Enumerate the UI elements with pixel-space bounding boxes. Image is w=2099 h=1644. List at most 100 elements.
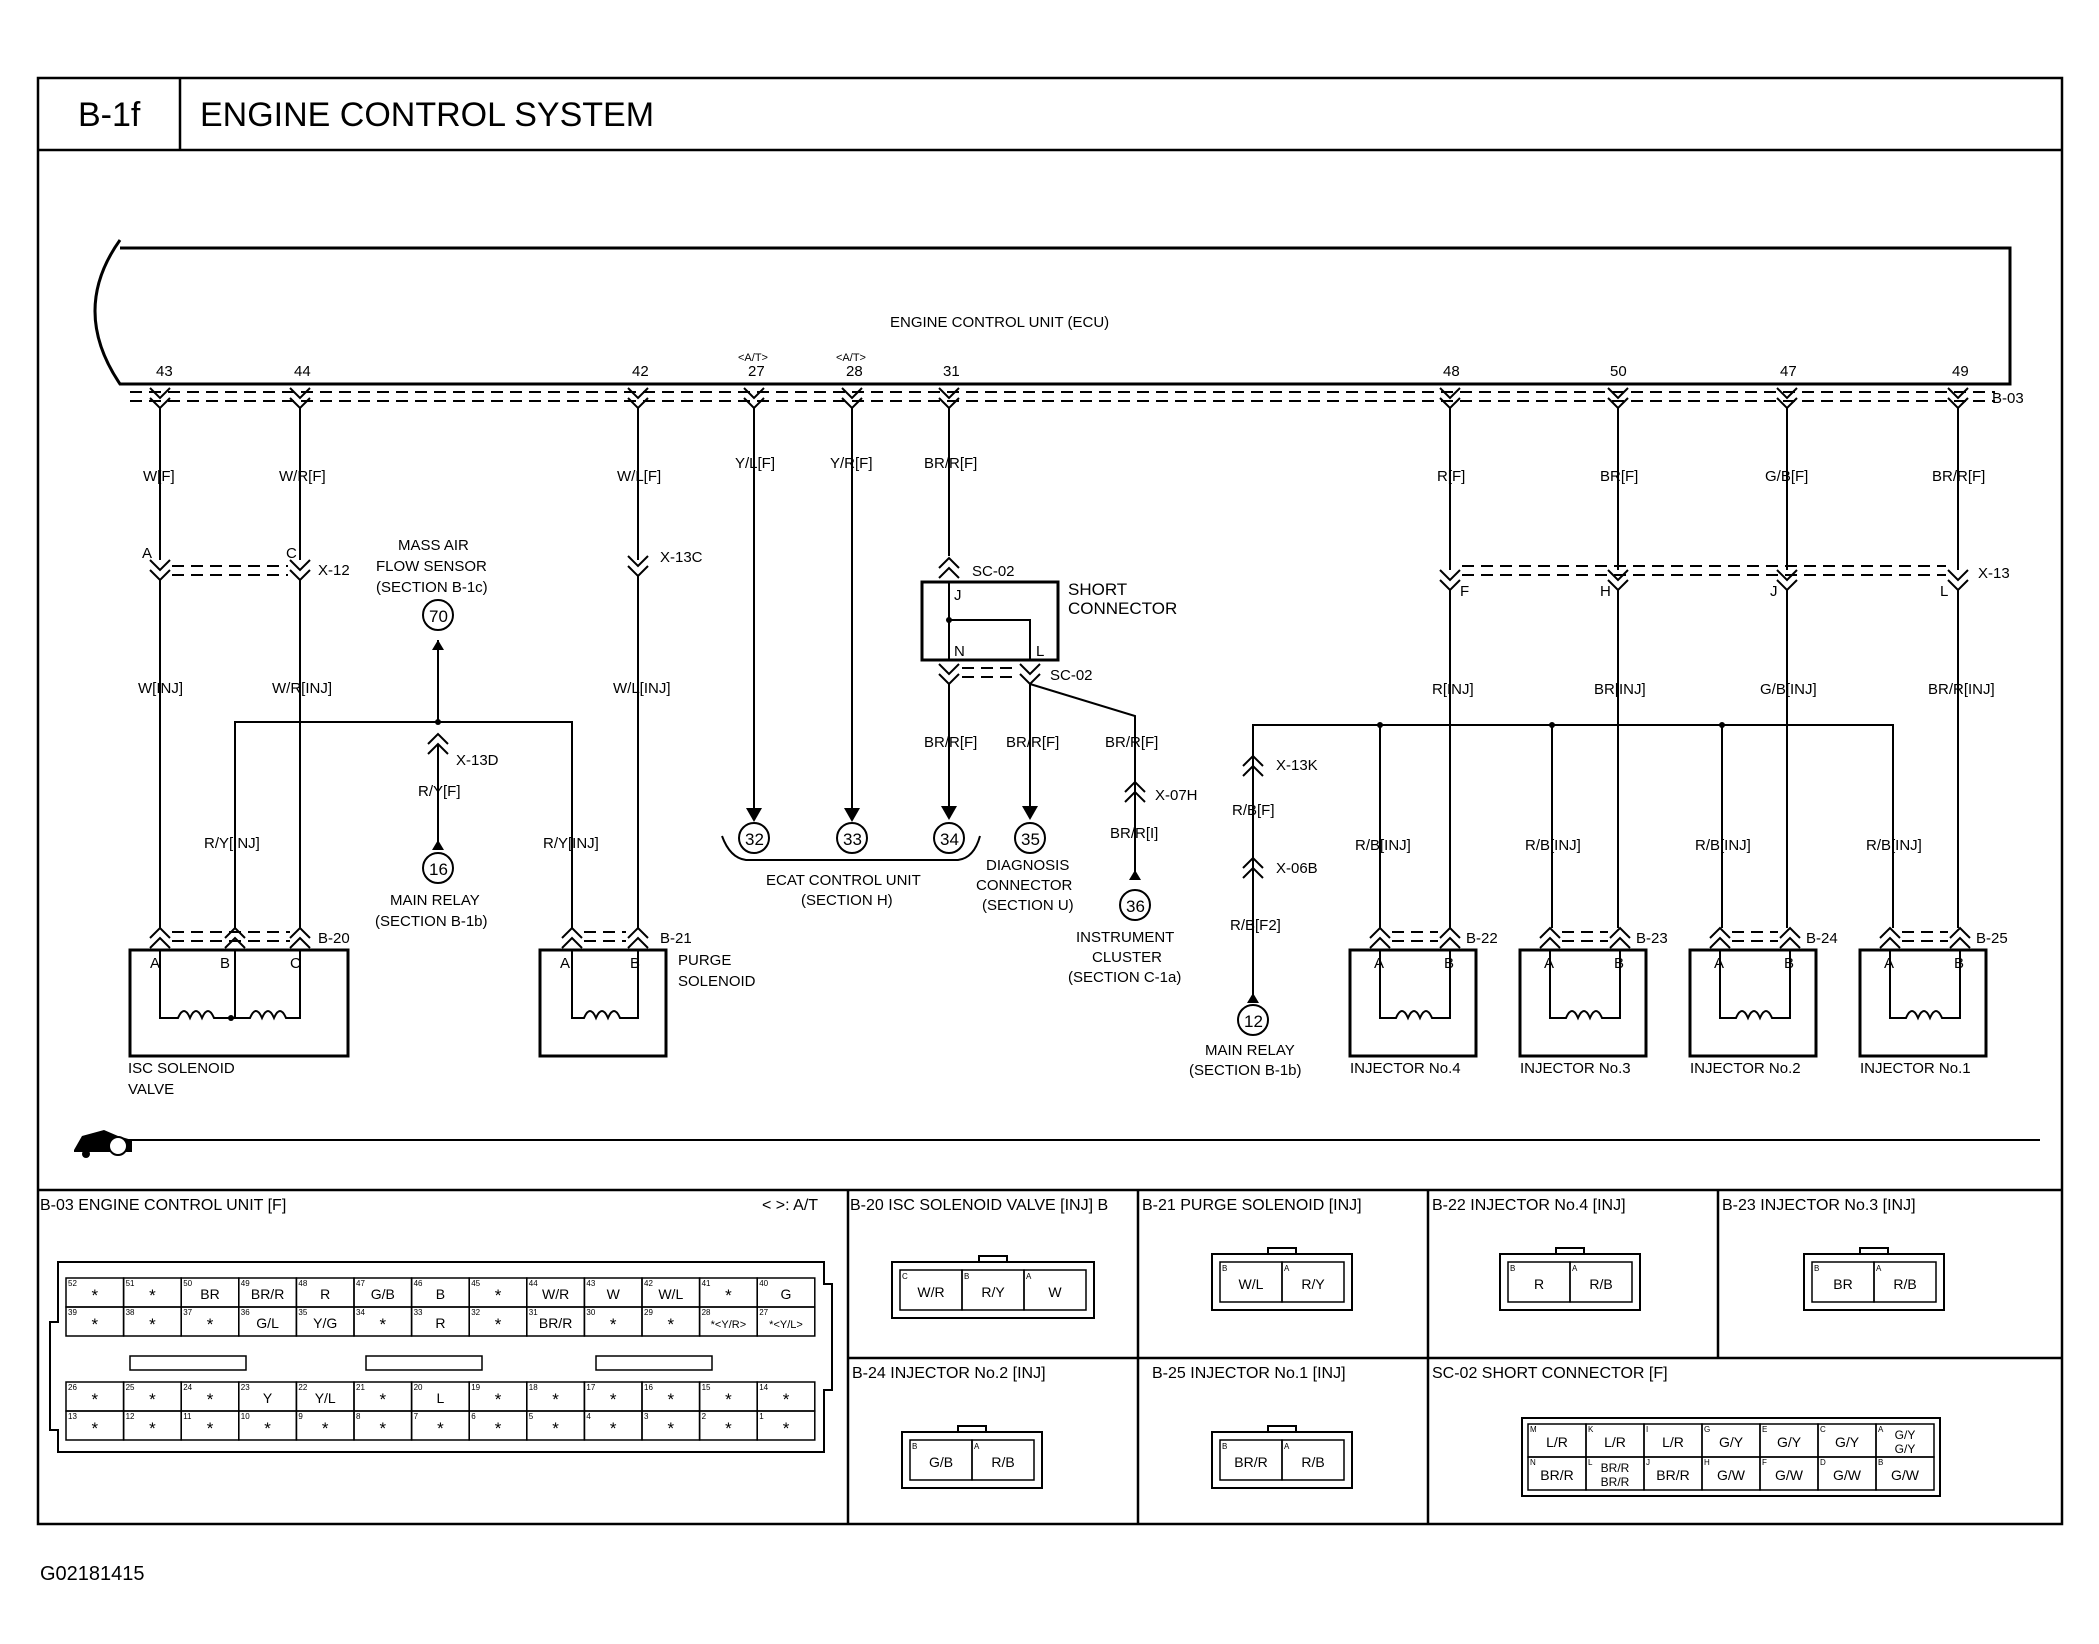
b03-pin-wire: *<Y/L>: [769, 1319, 803, 1331]
relay12-ref-num: 12: [1244, 1012, 1263, 1031]
isc-center-junction: [228, 1015, 234, 1021]
sc02-pin-letter: I: [1646, 1425, 1648, 1434]
cluster-name-1: INSTRUMENT: [1076, 929, 1174, 946]
x12-connector: [149, 559, 311, 582]
wire-label-44: W/R[F]: [279, 468, 326, 485]
ry-f-label: R/Y[F]: [418, 783, 461, 800]
injector-connector-chevrons: [1709, 926, 1801, 949]
pin-48: 48: [1443, 363, 1460, 380]
relay16-ref-circle: [422, 852, 454, 884]
b03-pin-wire: Y/G: [313, 1315, 337, 1331]
b03-pin-wire: *: [207, 1419, 214, 1438]
b03-pin-wire: W/L: [658, 1286, 683, 1302]
sc02-pin-wire: L/R: [1546, 1434, 1568, 1450]
connector-cell: [971, 1439, 1035, 1481]
b03-pin-wire: *: [667, 1419, 674, 1438]
b03-pin-number: 52: [68, 1279, 77, 1288]
sc02-housing: [1521, 1417, 1941, 1497]
b03-pin-number: 30: [586, 1308, 595, 1317]
connector-pin-letter: B: [1222, 1442, 1227, 1451]
sc02-cell: [1875, 1456, 1935, 1491]
wire-label-47: G/B[F]: [1765, 468, 1808, 485]
diag-arrow: [1022, 806, 1038, 820]
b03-pin-number: 9: [298, 1412, 303, 1421]
b03-at-note: < >: A/T: [762, 1197, 818, 1214]
b03-pin-number: 12: [126, 1412, 135, 1421]
inj1-rb-label: R/B[INJ]: [1866, 837, 1922, 854]
cluster-ref-num: 36: [1126, 897, 1145, 916]
injector-conn-label: B-22: [1466, 930, 1498, 947]
cluster-name-2: CLUSTER: [1092, 949, 1162, 966]
b03-pin-wire: *: [725, 1390, 732, 1409]
b03-pin-wire: *: [725, 1419, 732, 1438]
injector-connector-chevrons: [1539, 926, 1631, 949]
b03-pin-wire: G: [781, 1286, 792, 1302]
b03-connector-face: 52*51*50BR49BR/R48R47G/B46B45*44W/R43W42…: [49, 1261, 833, 1453]
at-mark-28: <A/T>: [836, 352, 866, 364]
b03-pin-wire: *: [783, 1390, 790, 1409]
purge-connector: [561, 926, 649, 949]
sc02-pin-wire: G/W: [1775, 1467, 1804, 1483]
b23-panel-title: B-23 INJECTOR No.3 [INJ]: [1722, 1197, 1916, 1214]
small-connector-faces: CW/RBR/YAWBW/LAR/YBRAR/BBBRAR/BBG/BAR/BB…: [891, 1247, 1945, 1489]
b03-pin-number: 46: [414, 1279, 423, 1288]
connector-cell: [1281, 1261, 1345, 1303]
b03-pin-wire: R: [435, 1315, 445, 1331]
sc02-pin-letter: A: [1878, 1425, 1884, 1434]
isc-connector: [149, 926, 311, 949]
b03-pin-number: 50: [183, 1279, 192, 1288]
ecat-arrow-34: [941, 806, 957, 820]
x13-pin-l: L: [1940, 583, 1948, 600]
b03-pin-wire: *: [667, 1390, 674, 1409]
b03-pin-number: 38: [126, 1308, 135, 1317]
maf-name-1: MASS AIR: [398, 537, 469, 554]
ecat-arrow-33: [844, 808, 860, 822]
b03-pin-number: 16: [644, 1383, 653, 1392]
b03-pin-number: 4: [586, 1412, 591, 1421]
injector-connector-chevrons: [1369, 926, 1461, 949]
maf-name-2: FLOW SENSOR: [376, 558, 487, 575]
injector-name: INJECTOR No.4: [1350, 1060, 1461, 1077]
connector-cell: [1873, 1261, 1937, 1303]
connector-pin-wire: R/B: [1589, 1276, 1612, 1292]
b03-pin-number: 31: [529, 1308, 538, 1317]
ecat-num-33: 33: [843, 830, 862, 849]
b24-connector-face: BG/BAR/B: [901, 1425, 1043, 1489]
b03-latch-slot: [129, 1355, 247, 1371]
sc02-pin-letter: M: [1530, 1425, 1537, 1434]
purge-pin-a: A: [560, 955, 570, 972]
pin-47: 47: [1780, 363, 1797, 380]
connector-latch: [978, 1255, 1008, 1263]
connector-pin-wire: W/L: [1239, 1276, 1264, 1292]
x12-label: X-12: [318, 562, 350, 579]
sc02-pin-letter: L: [1588, 1458, 1593, 1467]
pin-27: 27: [748, 363, 765, 380]
b03-pin-number: 11: [183, 1412, 192, 1421]
wire-label-31: BR/R[F]: [924, 455, 977, 472]
injector-box: [1688, 948, 1818, 1058]
b03-pin-number: 44: [529, 1279, 538, 1288]
pin-28: 28: [846, 363, 863, 380]
b24-panel-title: B-24 INJECTOR No.2 [INJ]: [852, 1365, 1046, 1382]
injector-name: INJECTOR No.2: [1690, 1060, 1801, 1077]
relay12-name-1: MAIN RELAY: [1205, 1042, 1295, 1059]
b03-pin-number: 5: [529, 1412, 534, 1421]
sc02-pin-wire: BR/R: [1540, 1467, 1573, 1483]
ecat-num-32: 32: [745, 830, 764, 849]
cluster-arrow: [1129, 870, 1141, 880]
sc02-pin-wire: BR/R: [1601, 1461, 1630, 1475]
sc02-pin-letter: K: [1588, 1425, 1594, 1434]
figure-code: G02181415: [40, 1563, 145, 1585]
rb-f2-label: R/B[F2]: [1230, 917, 1281, 934]
b03-pin-number: 20: [414, 1383, 423, 1392]
injector-name: INJECTOR No.1: [1860, 1060, 1971, 1077]
b03-pin-wire: G/B: [371, 1286, 395, 1302]
b03-pin-wire: *: [667, 1315, 674, 1334]
sc02-n-wire-label: BR/R[F]: [924, 734, 977, 751]
diag-name-1: DIAGNOSIS: [986, 857, 1069, 874]
sc02-pin-wire: BR/R: [1656, 1467, 1689, 1483]
b03-pin-number: 29: [644, 1308, 653, 1317]
sc02-pin-wire: G/Y: [1895, 1442, 1916, 1456]
b03-pin-number: 24: [183, 1383, 192, 1392]
